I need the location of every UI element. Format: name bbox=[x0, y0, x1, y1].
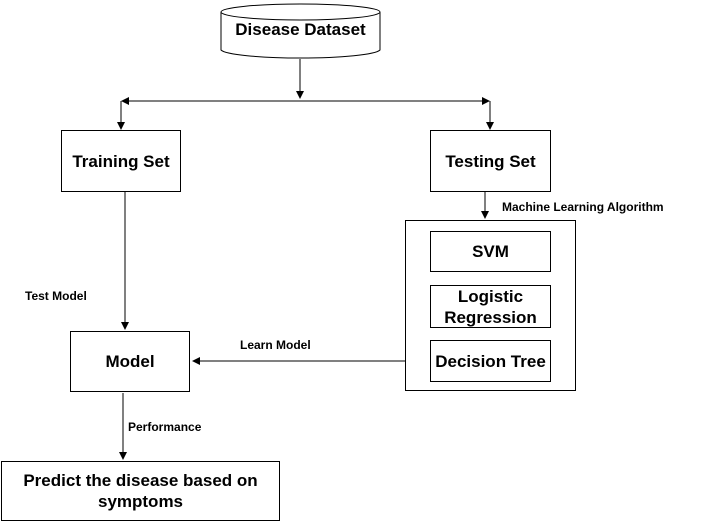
learn-model-label: Learn Model bbox=[240, 338, 311, 352]
dataset-cylinder bbox=[220, 3, 381, 59]
logistic-regression-node: Logistic Regression bbox=[430, 285, 551, 328]
model-node: Model bbox=[70, 331, 190, 392]
testing-set-node: Testing Set bbox=[430, 130, 551, 192]
dataset-node: Disease Dataset bbox=[235, 20, 366, 39]
ml-algorithm-label: Machine Learning Algorithm bbox=[502, 200, 664, 214]
test-model-label: Test Model bbox=[25, 289, 87, 303]
training-set-node: Training Set bbox=[61, 130, 181, 192]
predict-node: Predict the disease based on symptoms bbox=[1, 461, 280, 521]
svm-node: SVM bbox=[430, 231, 551, 272]
performance-label: Performance bbox=[128, 420, 202, 434]
decision-tree-node: Decision Tree bbox=[430, 340, 551, 382]
